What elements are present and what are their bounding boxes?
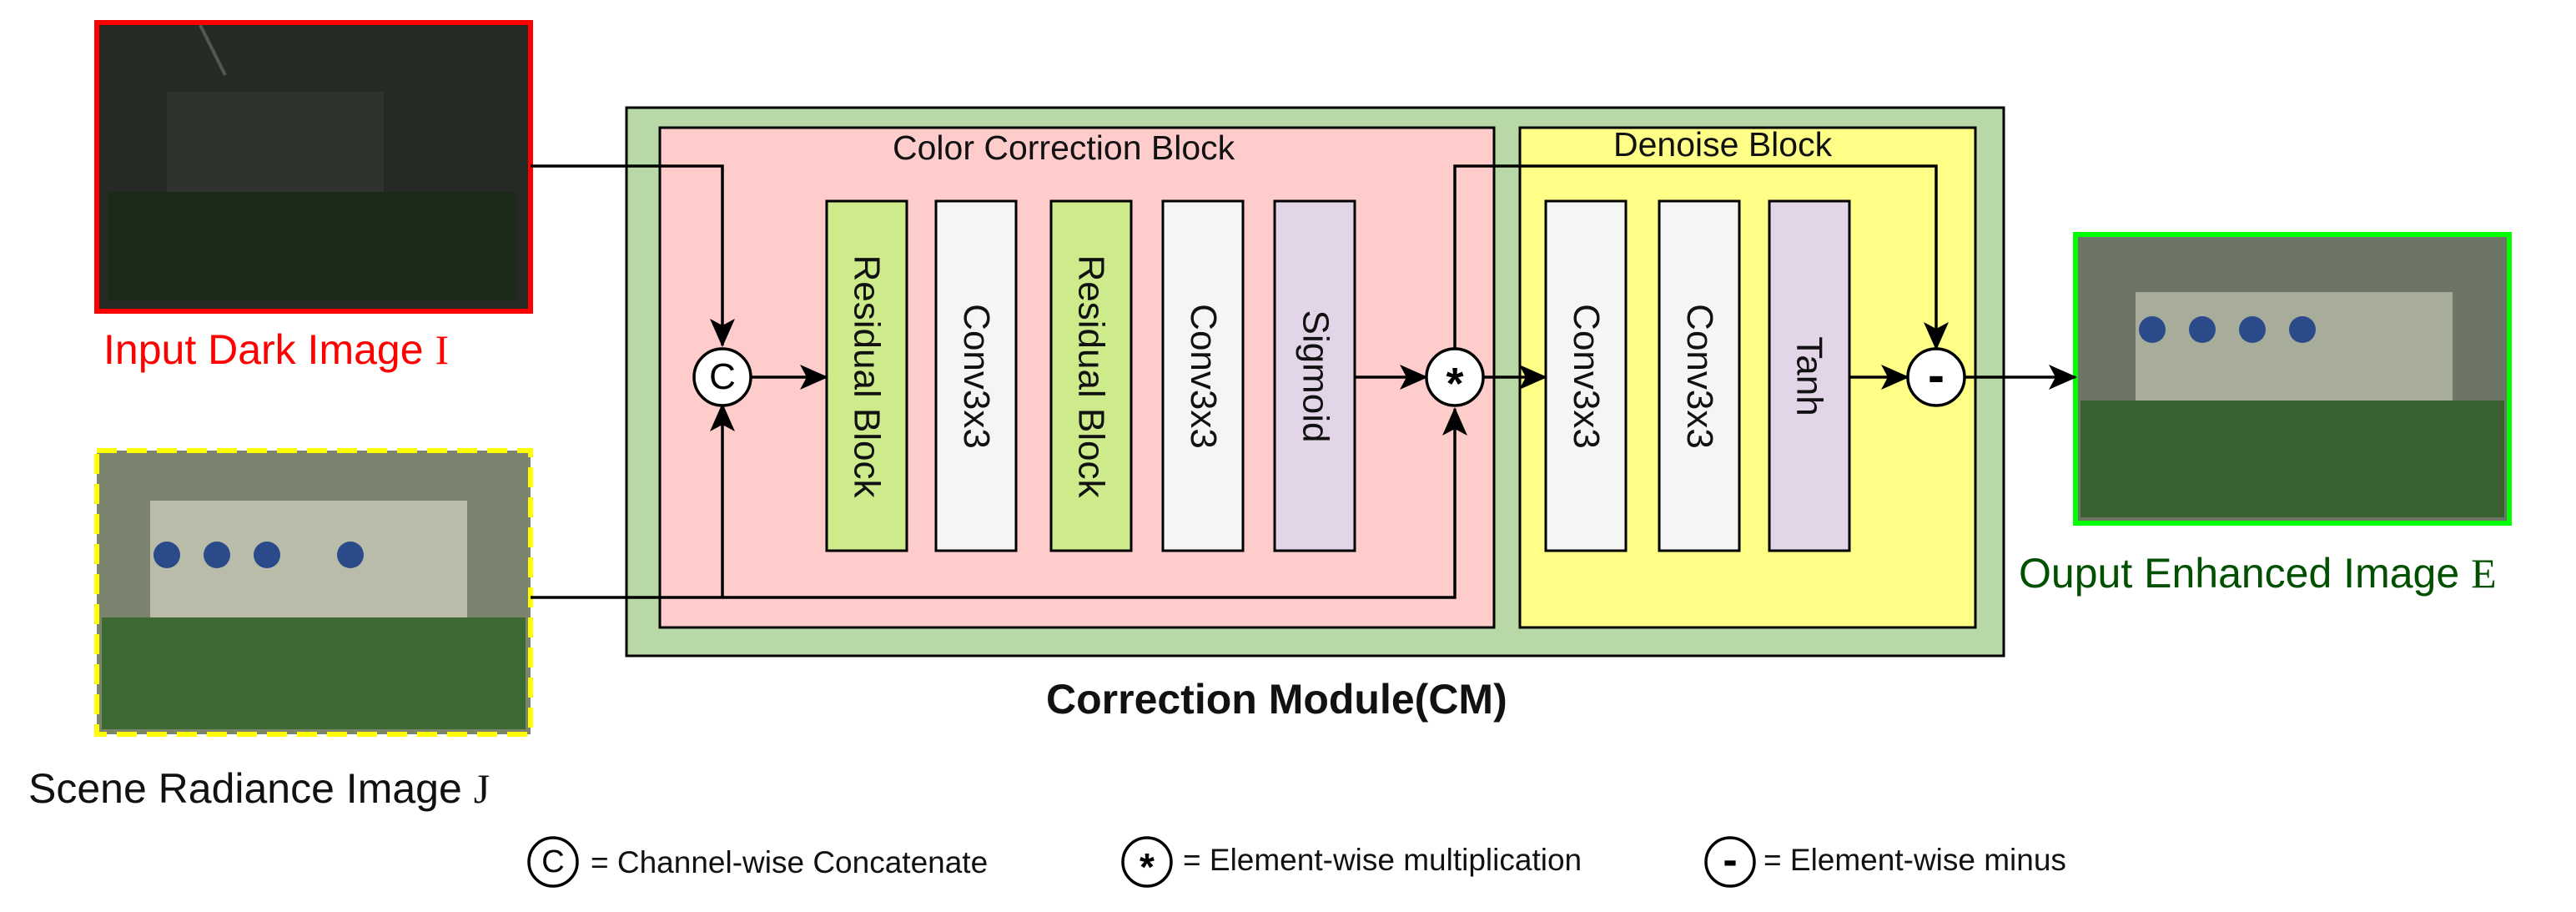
multiply-symbol: * — [1446, 359, 1464, 409]
input-dark-image — [94, 20, 533, 314]
scene-radiance-image-label: Scene Radiance Image J — [28, 765, 491, 812]
layer-tanh — [1768, 199, 1851, 552]
layer-label-sigmoid: Sigmoid — [1295, 310, 1336, 442]
layer-label-conv-1: Conv3x3 — [956, 303, 998, 449]
color-correction-block-title: Color Correction Block — [893, 128, 1235, 167]
layer-label-tanh: Tanh — [1789, 335, 1830, 416]
layer-conv3x3-1 — [934, 199, 1018, 552]
concat-operator — [692, 347, 752, 407]
multiply-operator — [1425, 347, 1485, 407]
connectors — [531, 164, 2077, 599]
layer-residual-block-1 — [825, 199, 908, 552]
layer-label-conv-4: Conv3x3 — [1679, 303, 1721, 449]
layer-conv3x3-2 — [1161, 199, 1245, 552]
legend-concat-circle — [527, 836, 579, 888]
scene-radiance-image — [94, 448, 533, 737]
legend-mult-text: = Element-wise multiplication — [1183, 843, 1582, 877]
legend-concat-text: = Channel-wise Concatenate — [591, 845, 989, 879]
output-enhanced-image — [2073, 232, 2512, 526]
layer-label-conv-3: Conv3x3 — [1566, 303, 1607, 449]
layer-label-conv-2: Conv3x3 — [1183, 303, 1225, 449]
input-dark-image-label: Input Dark Image I — [103, 326, 450, 373]
legend-concat-symbol: C — [541, 844, 565, 879]
minus-operator — [1906, 347, 1966, 407]
denoise-block-title: Denoise Block — [1613, 125, 1833, 164]
layer-label-residual-1: Residual Block — [847, 254, 888, 498]
layer-residual-block-2 — [1049, 199, 1133, 552]
concat-symbol: C — [709, 356, 736, 397]
legend-mult-circle — [1121, 836, 1173, 888]
output-enhanced-image-label: Ouput Enhanced Image E — [2019, 550, 2497, 597]
correction-module-title: Correction Module(CM) — [1046, 676, 1507, 723]
layer-label-residual-2: Residual Block — [1071, 254, 1112, 498]
layer-sigmoid — [1273, 199, 1356, 552]
minus-symbol: - — [1928, 347, 1945, 403]
layer-conv3x3-4 — [1658, 199, 1741, 552]
legend-minus-text: = Element-wise minus — [1763, 843, 2066, 877]
layer-conv3x3-3 — [1544, 199, 1628, 552]
legend-minus-symbol: - — [1723, 836, 1738, 884]
legend-mult-symbol: * — [1140, 845, 1155, 889]
legend-minus-circle — [1704, 836, 1756, 888]
